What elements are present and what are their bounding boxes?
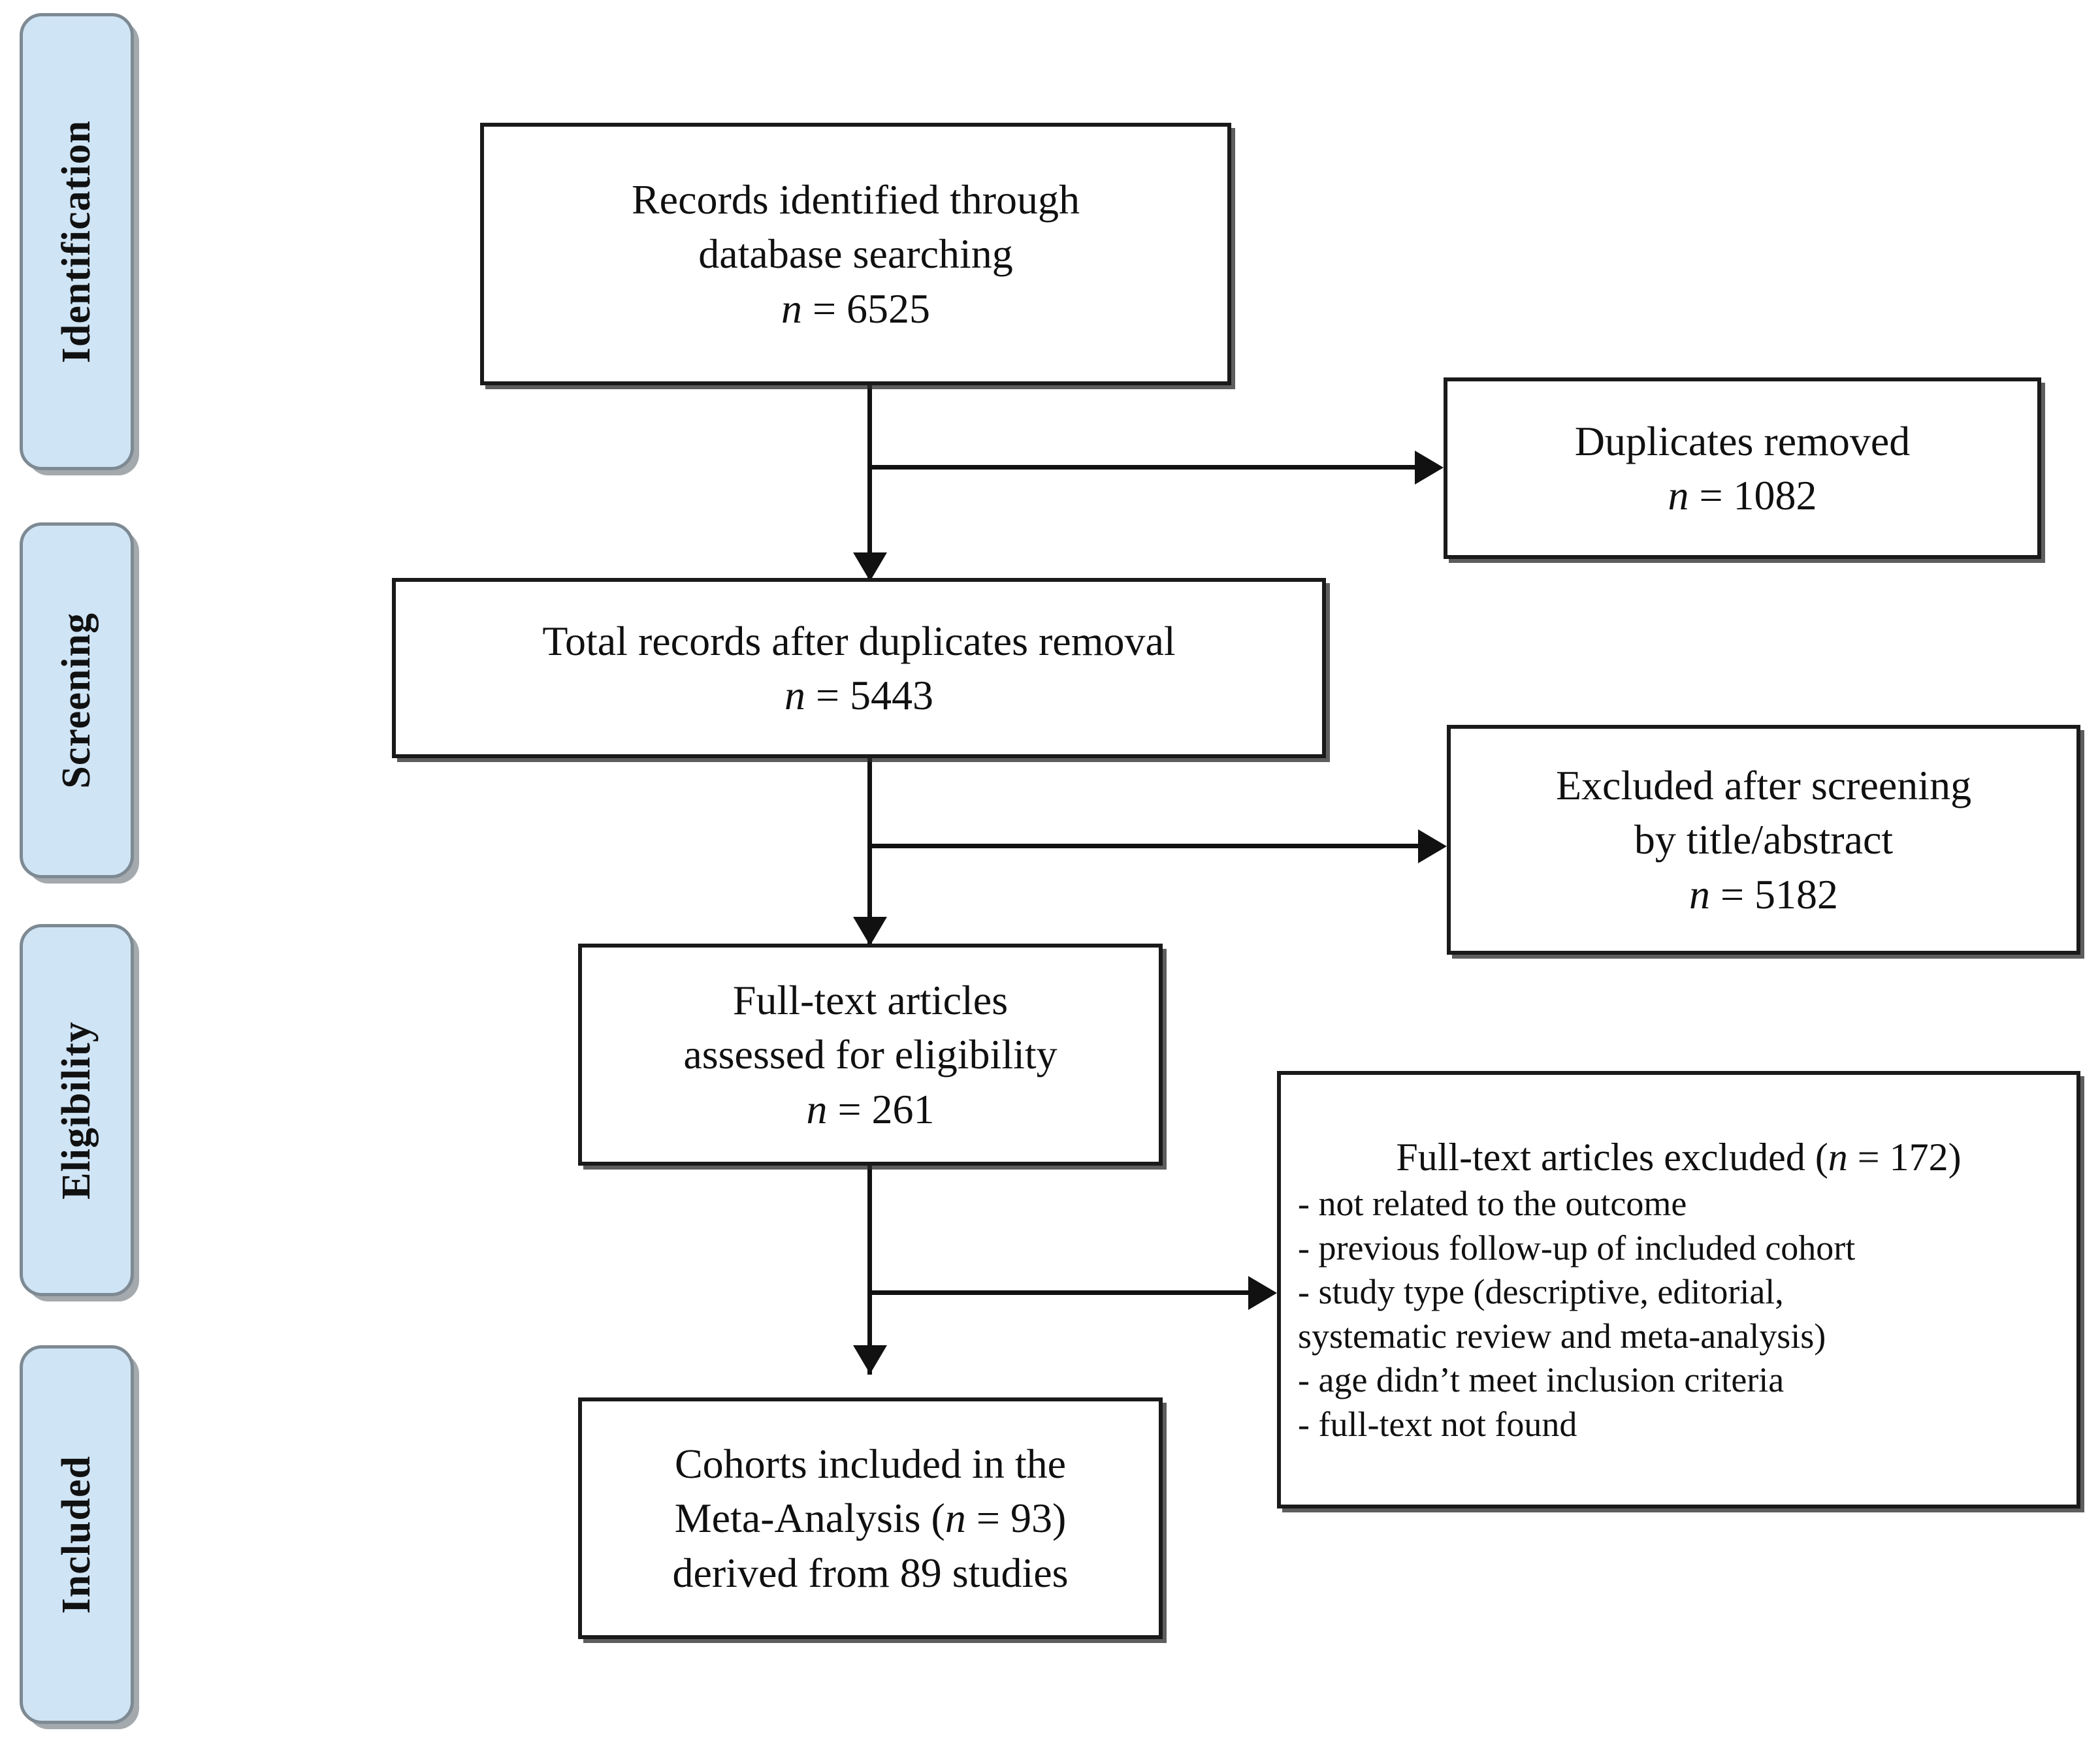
fulltext-excluded-reason: systematic review and meta-analysis) (1298, 1316, 1826, 1356)
box-cohorts-included-text: Cohorts included in the Meta-Analysis (n… (660, 1437, 1080, 1600)
fulltext-assessed-line2: assessed for eligibility (683, 1031, 1058, 1078)
arrow-fulltext-to-exclusions (1248, 1276, 1277, 1310)
fulltext-excluded-heading-eq: = (1847, 1136, 1890, 1179)
duplicates-removed-n-symbol: n (1668, 472, 1689, 519)
records-identified-line1: Records identified through (631, 176, 1080, 223)
box-excluded-screening-text: Excluded after screening by title/abstra… (1544, 758, 1983, 921)
fulltext-excluded-heading-n: n (1828, 1136, 1848, 1179)
excluded-screening-count: n = 5182 (1556, 867, 1971, 921)
box-duplicates-removed-text: Duplicates removed n = 1082 (1563, 414, 1922, 522)
connector-total-to-excluded (867, 844, 1419, 848)
duplicates-removed-count: n = 1082 (1575, 468, 1911, 522)
arrow-total-to-fulltext (853, 917, 887, 946)
fulltext-assessed-n-eq: = (827, 1085, 872, 1132)
fulltext-excluded-reason: - previous follow-up of included cohort (1298, 1228, 1856, 1268)
connector-fulltext-to-exclusions (867, 1290, 1250, 1295)
stage-label-eligibility: Eligibility (20, 924, 134, 1296)
cohorts-included-n-value: 93 (1010, 1495, 1052, 1542)
arrow-records-to-total (853, 552, 887, 581)
excluded-screening-n-value: 5182 (1754, 870, 1839, 917)
cohorts-included-line1: Cohorts included in the (674, 1441, 1067, 1488)
connector-records-to-total (867, 385, 872, 581)
duplicates-removed-line1: Duplicates removed (1574, 417, 1911, 464)
records-identified-line2: database searching (698, 231, 1013, 278)
fulltext-excluded-reason: - not related to the outcome (1298, 1184, 1687, 1223)
fulltext-assessed-line1: Full-text articles (732, 977, 1009, 1024)
cohorts-included-line2: Meta-Analysis (n = 93) (672, 1491, 1068, 1545)
excluded-screening-line1: Excluded after screening (1555, 762, 1972, 809)
excluded-screening-line2: by title/abstract (1634, 816, 1894, 863)
arrow-total-to-excluded (1418, 829, 1447, 863)
stage-label-identification-text: Identification (54, 120, 99, 364)
stage-label-screening-text: Screening (54, 612, 99, 789)
connector-fulltext-to-cohorts (867, 1166, 872, 1375)
fulltext-excluded-reason: - age didn’t meet inclusion criteria (1298, 1360, 1785, 1399)
connector-records-to-duplicates (867, 465, 1416, 470)
total-after-duplicates-line1: Total records after duplicates removal (542, 617, 1176, 664)
box-total-after-duplicates-text: Total records after duplicates removal n… (530, 614, 1187, 722)
fulltext-assessed-n-symbol: n (806, 1085, 828, 1132)
total-after-duplicates-n-eq: = (805, 672, 850, 718)
duplicates-removed-n-eq: = (1688, 472, 1734, 519)
excluded-screening-n-eq: = (1709, 870, 1755, 917)
cohorts-included-line2-post: ) (1052, 1495, 1067, 1542)
cohorts-included-line2-pre: Meta-Analysis ( (674, 1495, 945, 1542)
fulltext-excluded-heading-pre: Full-text articles excluded ( (1396, 1136, 1828, 1179)
stage-label-identification: Identification (20, 13, 134, 470)
box-fulltext-excluded: Full-text articles excluded (n = 172) - … (1277, 1071, 2080, 1508)
connector-total-to-fulltext (867, 758, 872, 947)
box-fulltext-assessed: Full-text articles assessed for eligibil… (578, 944, 1163, 1166)
stage-label-included-text: Included (54, 1455, 99, 1614)
fulltext-excluded-reason: - study type (descriptive, editorial, (1298, 1272, 1784, 1311)
box-records-identified-text: Records identified through database sear… (620, 172, 1091, 336)
box-records-identified: Records identified through database sear… (480, 123, 1231, 385)
box-duplicates-removed: Duplicates removed n = 1082 (1444, 377, 2041, 559)
fulltext-excluded-heading: Full-text articles excluded (n = 172) (1298, 1133, 2060, 1182)
stage-label-eligibility-text: Eligibility (54, 1021, 99, 1200)
records-identified-n-value: 6525 (847, 285, 931, 332)
duplicates-removed-n-value: 1082 (1733, 472, 1817, 519)
fulltext-excluded-heading-value: 172 (1889, 1136, 1948, 1179)
fulltext-excluded-reason: - full-text not found (1298, 1404, 1577, 1444)
records-identified-count: n = 6525 (632, 281, 1080, 336)
total-after-duplicates-count: n = 5443 (542, 668, 1175, 722)
fulltext-excluded-heading-post: ) (1948, 1136, 1962, 1179)
total-after-duplicates-n-value: 5443 (850, 672, 934, 718)
cohorts-included-n-symbol: n (945, 1495, 966, 1542)
total-after-duplicates-n-symbol: n (784, 672, 805, 718)
cohorts-included-line3: derived from 89 studies (672, 1549, 1069, 1596)
stage-label-included: Included (20, 1345, 134, 1724)
excluded-screening-n-symbol: n (1688, 870, 1710, 917)
records-identified-n-symbol: n (781, 285, 802, 332)
box-total-after-duplicates: Total records after duplicates removal n… (392, 578, 1326, 758)
fulltext-assessed-n-value: 261 (871, 1085, 935, 1132)
arrow-fulltext-to-cohorts (853, 1345, 887, 1374)
arrow-records-to-duplicates (1415, 451, 1444, 485)
box-fulltext-assessed-text: Full-text articles assessed for eligibil… (671, 973, 1069, 1136)
stage-label-screening: Screening (20, 522, 134, 878)
cohorts-included-n-eq: = (965, 1495, 1010, 1542)
box-cohorts-included: Cohorts included in the Meta-Analysis (n… (578, 1397, 1163, 1639)
box-excluded-screening: Excluded after screening by title/abstra… (1447, 725, 2080, 955)
records-identified-n-eq: = (801, 285, 847, 332)
box-fulltext-excluded-text: Full-text articles excluded (n = 172) - … (1281, 1133, 2076, 1446)
fulltext-assessed-count: n = 261 (683, 1082, 1057, 1136)
